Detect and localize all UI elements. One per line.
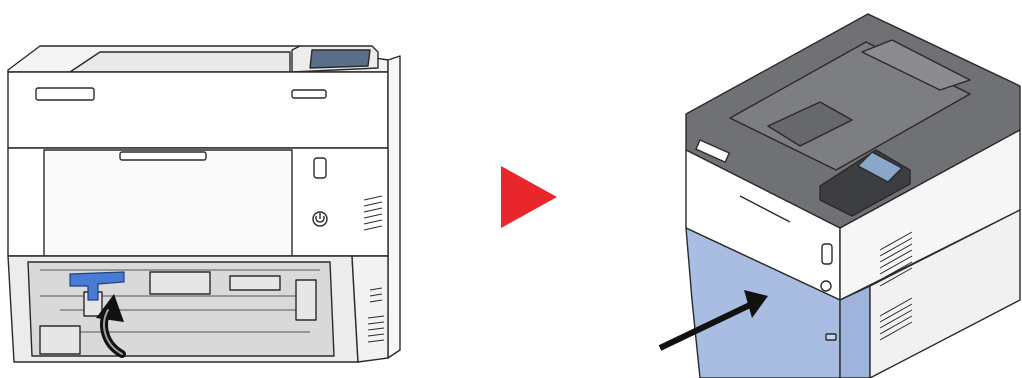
next-step-indicator (495, 162, 561, 232)
display-screen (310, 50, 370, 68)
printer-isometric-illustration (640, 0, 1022, 378)
printer-front-open-illustration (0, 0, 440, 378)
printer-front-svg (0, 0, 440, 378)
red-triangle-play-icon (495, 162, 561, 232)
printer-isometric-svg (640, 0, 1022, 378)
